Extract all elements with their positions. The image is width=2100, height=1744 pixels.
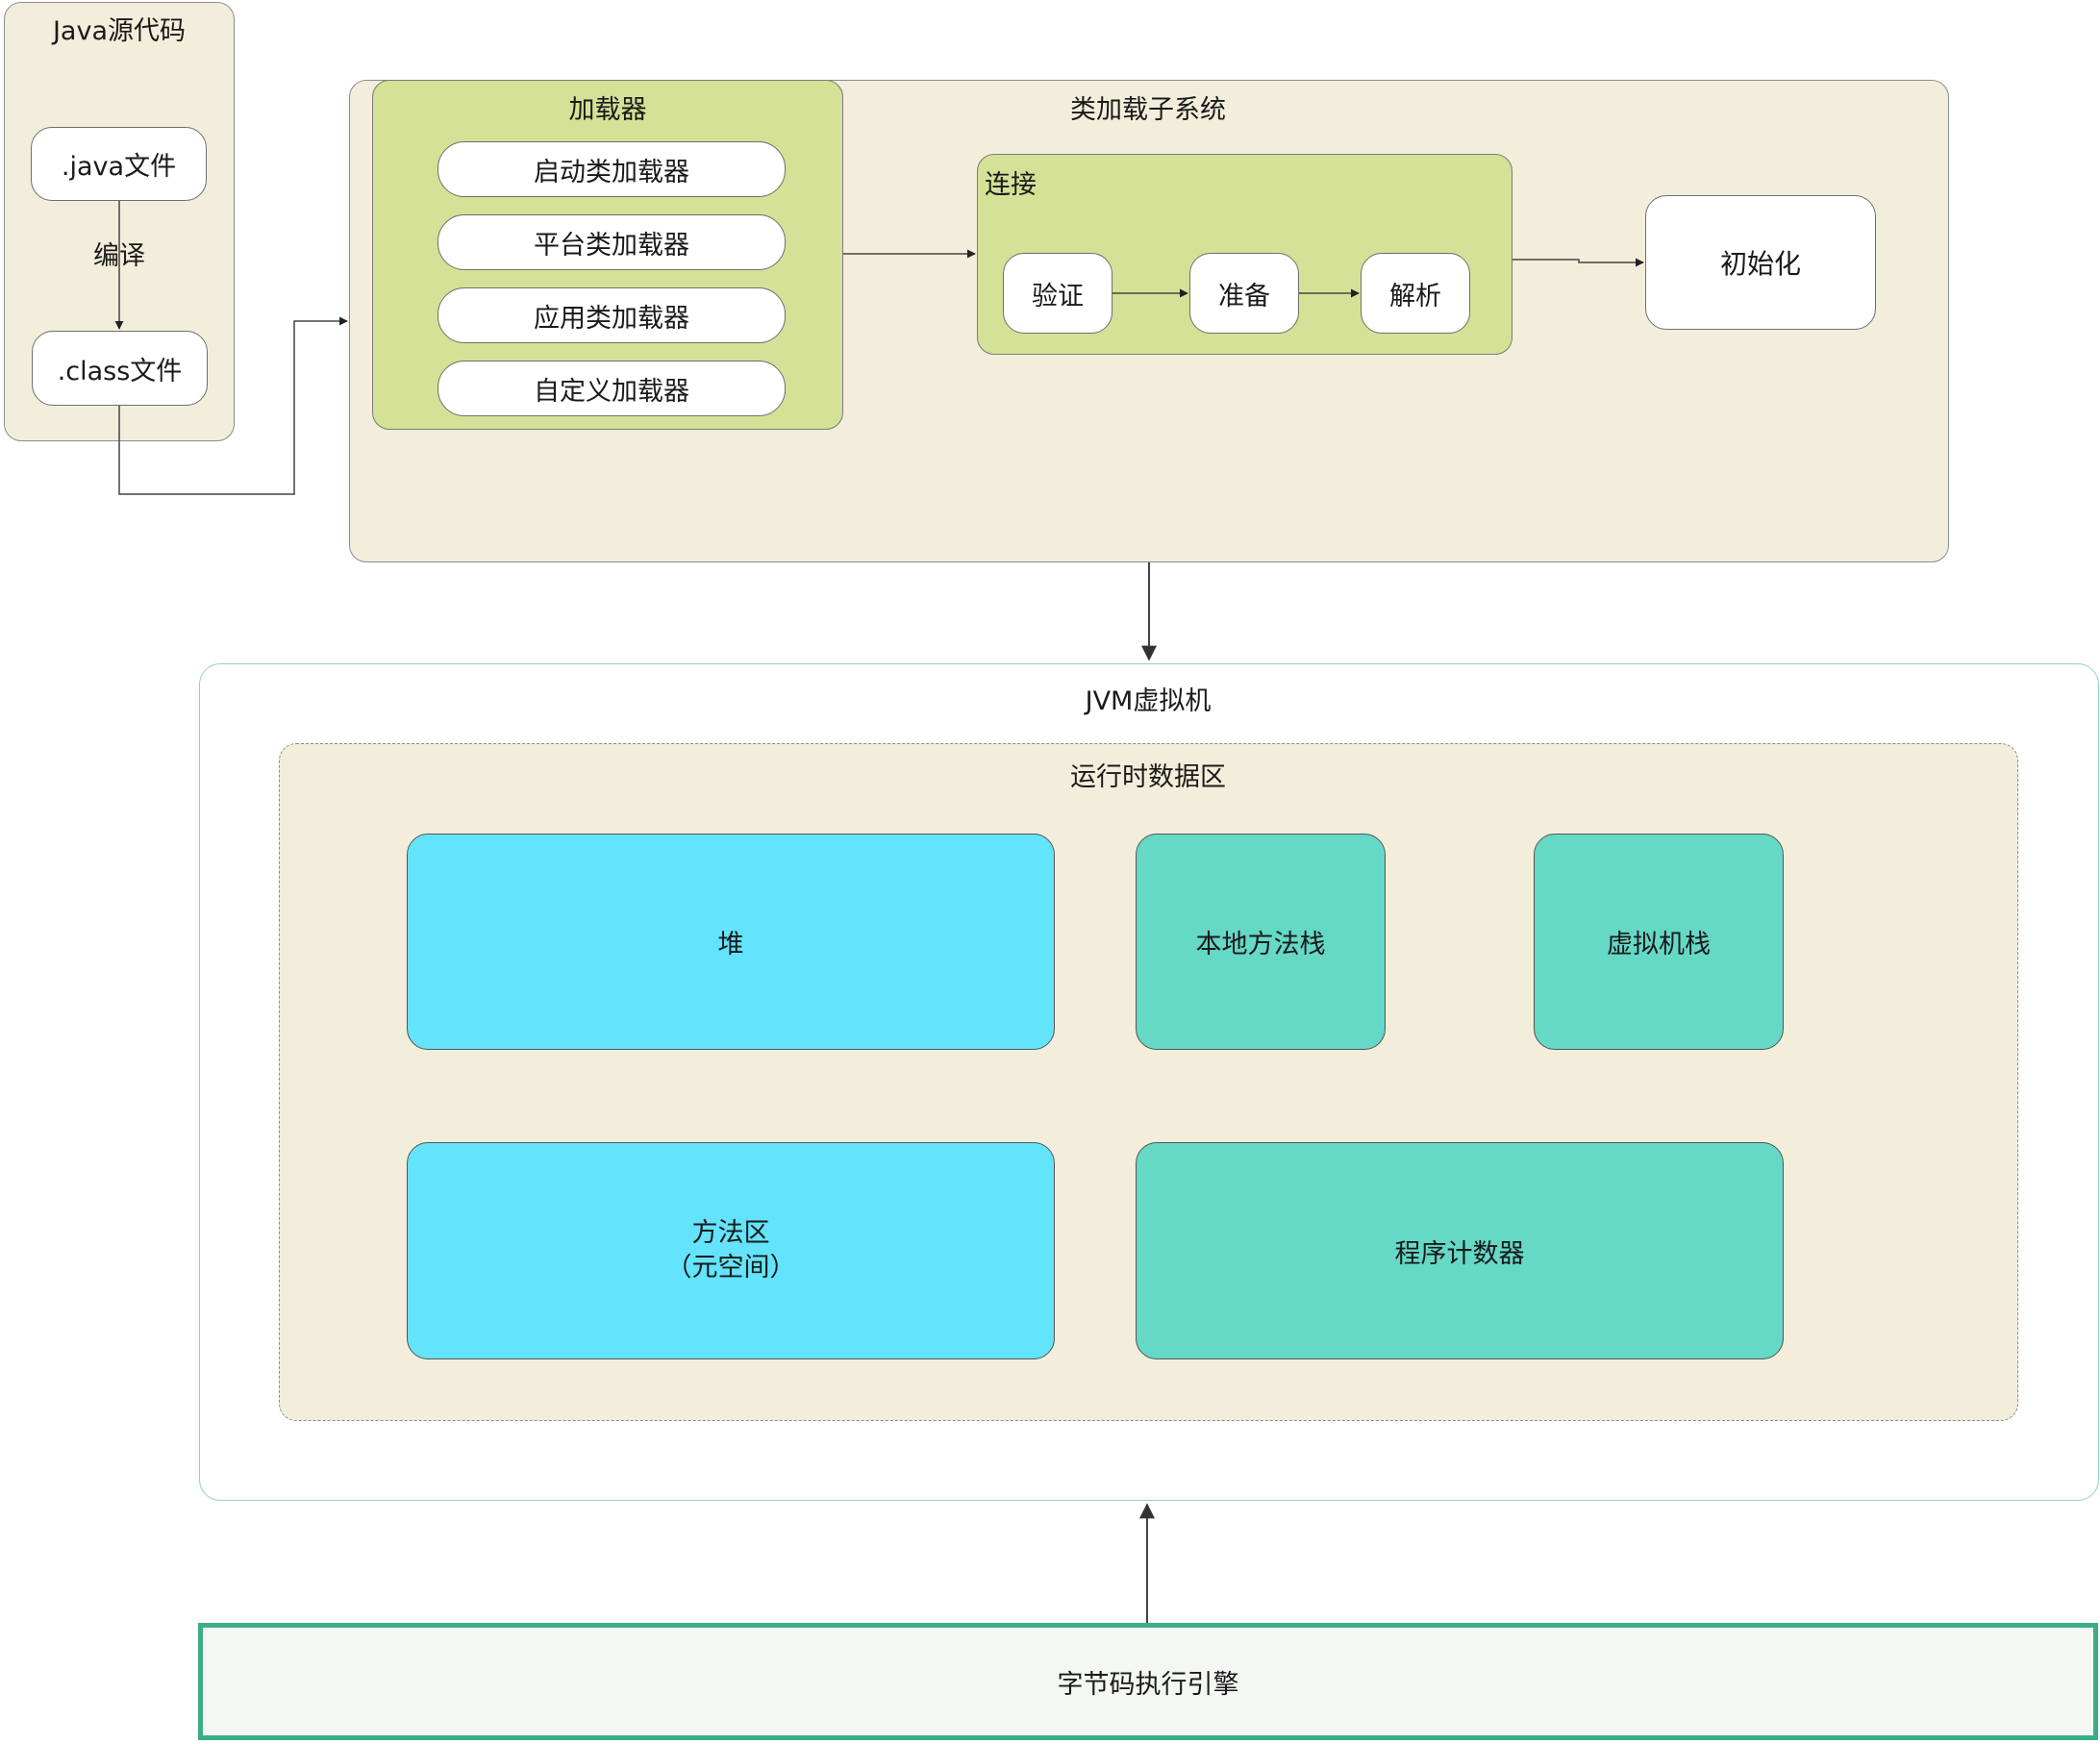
java-source-title: Java源代码 bbox=[52, 16, 187, 46]
java-file-node[interactable]: .java文件 bbox=[31, 127, 207, 201]
jvm-title: JVM虚拟机 bbox=[1085, 686, 1212, 716]
metaspace-label: （元空间） bbox=[665, 1253, 796, 1283]
initialize-node[interactable]: 初始化 bbox=[1645, 195, 1876, 330]
class-file-node[interactable]: .class文件 bbox=[32, 331, 208, 406]
runtime-data-area-title: 运行时数据区 bbox=[1070, 762, 1226, 792]
application-loader-node[interactable]: 应用类加载器 bbox=[438, 287, 786, 343]
native-method-stack-node[interactable]: 本地方法栈 bbox=[1136, 834, 1386, 1050]
bytecode-engine-node[interactable]: 字节码执行引擎 bbox=[198, 1623, 2098, 1740]
linking-title: 连接 bbox=[985, 170, 1037, 200]
program-counter-node[interactable]: 程序计数器 bbox=[1136, 1142, 1784, 1359]
verify-node[interactable]: 验证 bbox=[1003, 253, 1112, 334]
bootstrap-loader-node[interactable]: 启动类加载器 bbox=[438, 141, 786, 197]
method-area-node[interactable]: 方法区 （元空间） bbox=[407, 1142, 1055, 1359]
loaders-title: 加载器 bbox=[568, 95, 647, 125]
custom-loader-node[interactable]: 自定义加载器 bbox=[438, 361, 786, 416]
class-loader-subsystem-title: 类加载子系统 bbox=[1070, 95, 1226, 125]
heap-node[interactable]: 堆 bbox=[407, 834, 1055, 1050]
resolve-node[interactable]: 解析 bbox=[1361, 253, 1470, 334]
method-area-label: 方法区 bbox=[691, 1218, 770, 1248]
vm-stack-node[interactable]: 虚拟机栈 bbox=[1534, 834, 1784, 1050]
platform-loader-node[interactable]: 平台类加载器 bbox=[438, 214, 786, 270]
compile-label: 编译 bbox=[81, 235, 158, 272]
prepare-node[interactable]: 准备 bbox=[1189, 253, 1299, 334]
